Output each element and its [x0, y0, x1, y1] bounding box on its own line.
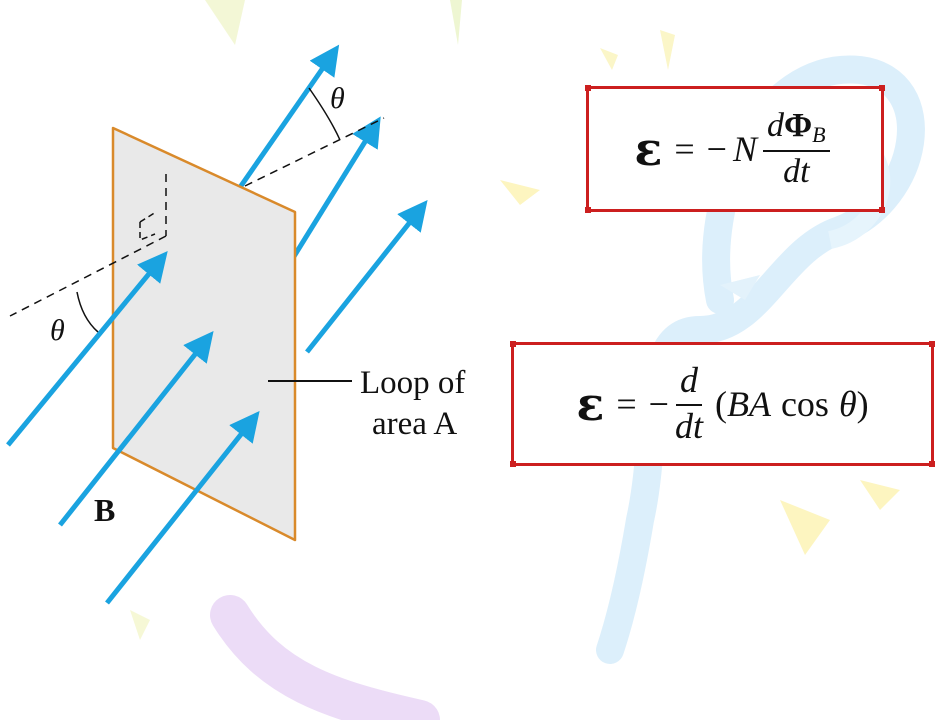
bg-shard-yellow-2: [450, 0, 462, 45]
flux-subscript-b: B: [812, 122, 826, 148]
box-corner: [585, 207, 591, 213]
bg-shard-yellow-5: [780, 500, 830, 555]
box-corner: [879, 85, 885, 91]
equals-sign: =: [616, 384, 637, 424]
theta-label-left: θ: [50, 314, 65, 347]
theta-symbol: θ: [838, 384, 857, 424]
box-corner: [510, 461, 516, 467]
loop-label-line2: area A: [372, 406, 457, 442]
numerator-d: d: [766, 107, 784, 145]
faraday-law-equation-box: ε = − N dΦB dt: [585, 85, 885, 213]
bg-swirl-purple: [210, 595, 440, 720]
bg-shard-yellow-7: [130, 610, 150, 640]
flux-phi: Φ: [783, 107, 813, 145]
theta-label-top: θ: [330, 82, 345, 115]
cos-function: cos: [780, 384, 829, 424]
emf-symbol: ε: [634, 122, 663, 176]
ba-term: BA: [726, 384, 771, 424]
box-corner: [585, 85, 591, 91]
fraction-numerator: dΦB: [762, 107, 830, 153]
box-corner: [929, 341, 935, 347]
bg-shard-blue-1: [720, 275, 760, 300]
theta-arc-left: [76, 291, 99, 333]
right-angle-marker: [139, 222, 156, 242]
emf-symbol: ε: [576, 377, 605, 431]
field-arrow-front-3: [105, 410, 260, 605]
fraction-denominator: dt: [674, 406, 703, 446]
box-corner: [929, 461, 935, 467]
fraction-numerator: d: [675, 361, 702, 406]
bg-shard-yellow-3: [660, 30, 675, 70]
field-arrow-right: [305, 199, 428, 354]
bg-shard-yellow-8: [600, 48, 618, 70]
normal-dashed-line-lower: [9, 235, 167, 317]
box-corner: [510, 341, 516, 347]
right-angle-marker-2: [139, 211, 157, 223]
bg-shard-yellow-6: [860, 480, 900, 510]
theta-arc-top: [308, 87, 341, 141]
minus-sign: −: [706, 129, 727, 169]
equals-sign: =: [674, 129, 695, 169]
time-derivative-fraction: d dt: [674, 361, 703, 446]
turns-n: N: [732, 129, 757, 169]
field-arrow-front-2: [58, 330, 214, 527]
fraction-denominator: dt: [783, 153, 810, 191]
field-label-b: B: [94, 492, 115, 528]
normal-dashed-line-upper: [244, 117, 385, 187]
paren-close: ): [856, 384, 869, 424]
bg-shard-yellow-1: [205, 0, 245, 45]
box-corner: [879, 207, 885, 213]
bg-shard-yellow-4: [500, 180, 540, 205]
flux-derivative-fraction: dΦB dt: [762, 107, 830, 191]
paren-open: (: [714, 384, 727, 424]
minus-sign: −: [648, 384, 669, 424]
expanded-emf-equation-box: ε = − d dt ( BA cos θ ): [510, 341, 935, 467]
field-arrow-front-1: [6, 251, 168, 447]
loop-label-line1: Loop of: [360, 365, 465, 401]
